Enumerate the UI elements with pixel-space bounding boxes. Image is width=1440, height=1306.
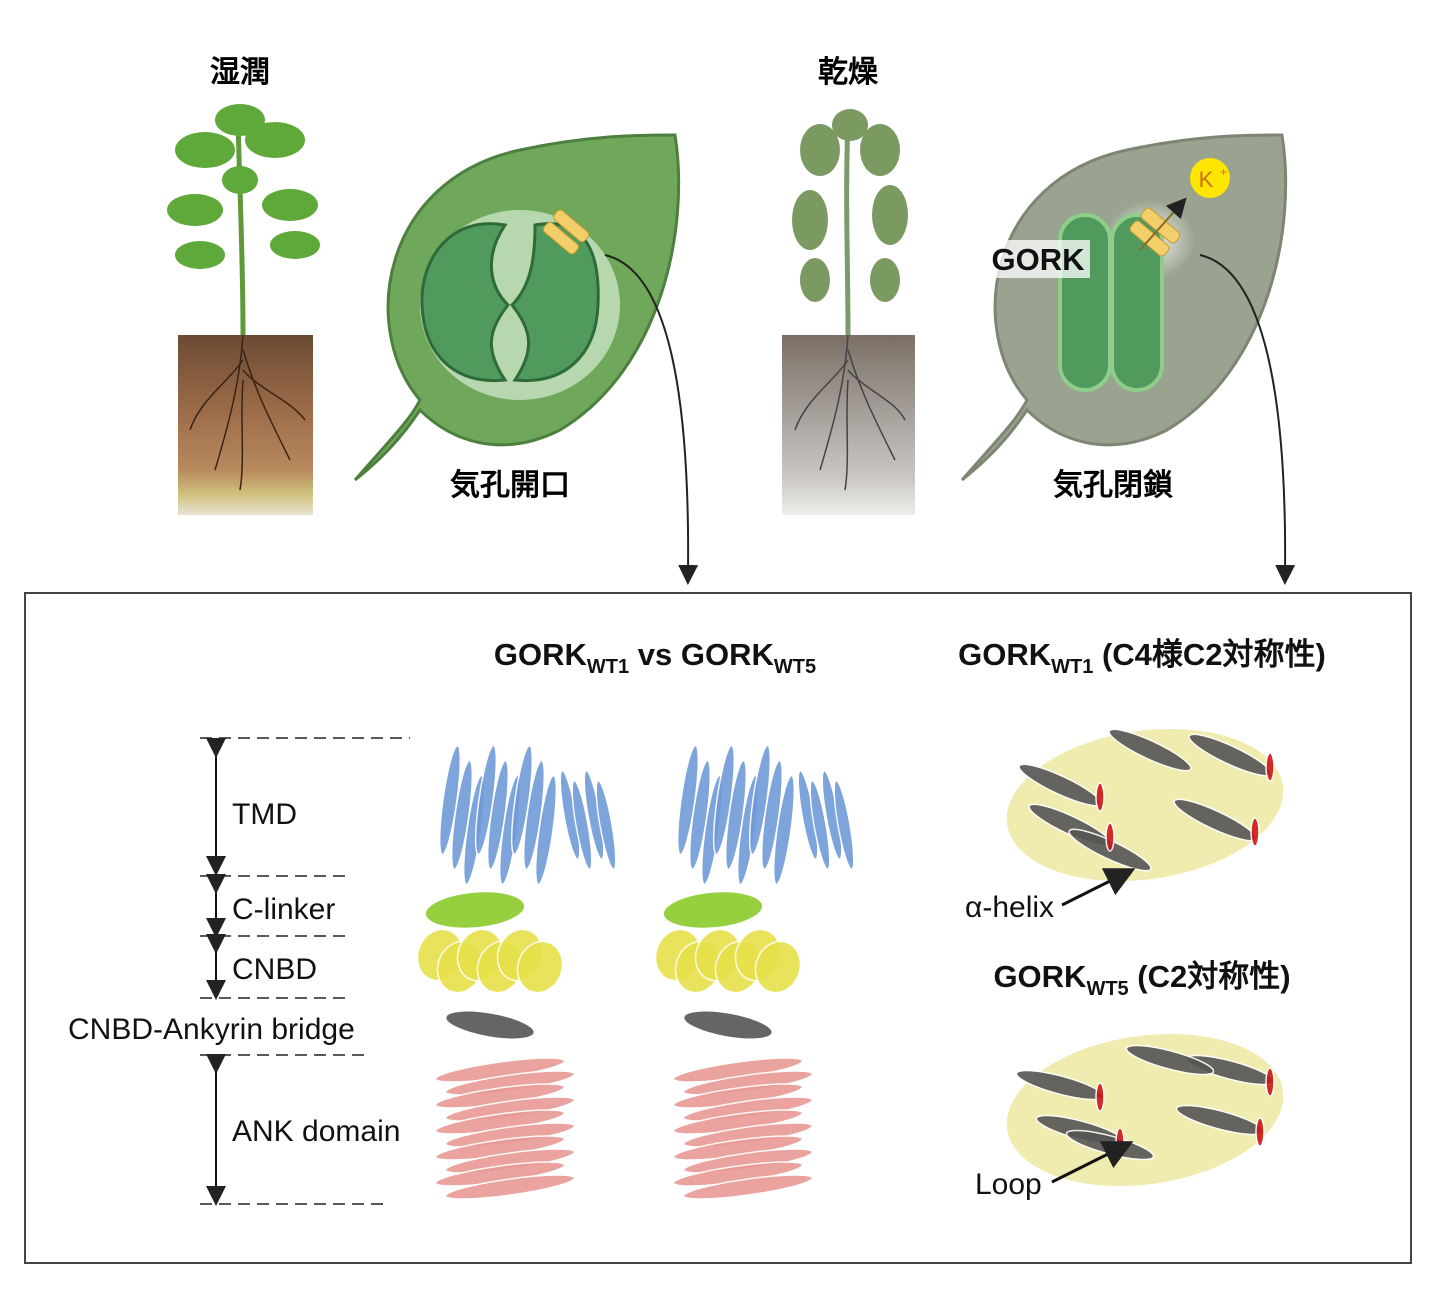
dry-condition-label: 乾燥 <box>818 55 879 90</box>
tmd-helix <box>595 779 617 871</box>
wt5-title: GORKWT5 (C2対称性) <box>993 959 1290 1000</box>
tmd-helix <box>833 779 855 871</box>
domain-guide <box>200 737 410 1206</box>
wt1-title-rest: (C4様C2対称性) <box>1093 637 1326 672</box>
alpha-helix-highlight <box>1105 822 1115 852</box>
alpha-helix-highlight <box>1265 752 1275 782</box>
comparison-title: GORKWT1 vs GORKWT5 <box>494 637 816 678</box>
helix-arrow <box>1061 868 1136 907</box>
domain-label-clinker: C-linker <box>232 893 335 926</box>
alpha-helix-highlight <box>1095 782 1105 812</box>
tmd-helix <box>772 774 796 886</box>
stomata-closed-label: 気孔閉鎖 <box>1053 468 1173 503</box>
wt5-title-sub: WT5 <box>1086 978 1128 1000</box>
loop-highlight <box>1255 1117 1265 1147</box>
ion-charge: + <box>1220 165 1227 179</box>
tmd-helix <box>571 779 593 871</box>
stomata-open-label: 気孔開口 <box>450 468 570 503</box>
loop-highlight <box>1265 1067 1275 1097</box>
wet-to-structure-arrow <box>604 254 699 585</box>
tmd-helix <box>809 779 831 871</box>
wt5-title-main: GORK <box>993 959 1087 994</box>
tmd-helix <box>534 774 558 886</box>
domain-label-tmd: TMD <box>232 798 297 831</box>
bridge-helix <box>444 1010 536 1040</box>
gork-wt1-top-view <box>1005 727 1285 883</box>
loop-arrow <box>1051 1141 1134 1184</box>
clinker-region <box>424 890 526 930</box>
alpha-helix-highlight <box>1250 817 1260 847</box>
helix <box>1125 1044 1215 1076</box>
bridge-helix <box>682 1010 774 1040</box>
wt1-title-main: GORK <box>958 637 1052 672</box>
ank-repeat <box>444 1174 576 1200</box>
gork-label: GORK <box>992 242 1086 277</box>
wt1-title-sub: WT1 <box>1051 656 1093 678</box>
ank-repeat <box>682 1174 814 1200</box>
loop-highlight <box>1115 1127 1125 1157</box>
domain-label-cnbd: CNBD <box>232 953 317 986</box>
gork-channel-icon <box>542 209 590 255</box>
domain-label-ank: ANK domain <box>232 1115 400 1148</box>
dry-plant-illustration <box>782 109 915 515</box>
comparison-title-a-sub: WT1 <box>587 656 629 678</box>
potassium-ion-icon <box>1190 158 1230 198</box>
dry-leaf-illustration: K + <box>960 133 1288 482</box>
wet-condition-label: 湿潤 <box>210 55 270 90</box>
dry-to-structure-arrow <box>1199 254 1296 585</box>
loop-label: Loop <box>975 1168 1042 1201</box>
comparison-title-vs: vs <box>629 637 681 672</box>
wt5-title-rest: (C2対称性) <box>1129 959 1291 994</box>
ion-label: K <box>1199 167 1214 192</box>
wet-plant-illustration <box>167 104 320 515</box>
clinker-region <box>662 890 764 930</box>
cnbd-region <box>754 940 802 994</box>
gork-wt1-side-structure <box>416 744 617 1200</box>
gork-wt5-side-structure <box>654 744 855 1200</box>
comparison-title-b: GORK <box>681 637 775 672</box>
comparison-title-a: GORK <box>494 637 588 672</box>
cnbd-region <box>516 940 564 994</box>
wt1-title: GORKWT1 (C4様C2対称性) <box>958 637 1326 678</box>
helix <box>1108 728 1192 772</box>
loop-highlight <box>1095 1082 1105 1112</box>
backbone-surface <box>1005 727 1285 883</box>
helix-label: α-helix <box>965 891 1054 924</box>
gork-wt5-top-view <box>1005 1032 1285 1188</box>
comparison-title-b-sub: WT5 <box>774 656 816 678</box>
domain-label-bridge: CNBD-Ankyrin bridge <box>68 1013 355 1046</box>
wet-leaf-illustration <box>353 133 681 482</box>
